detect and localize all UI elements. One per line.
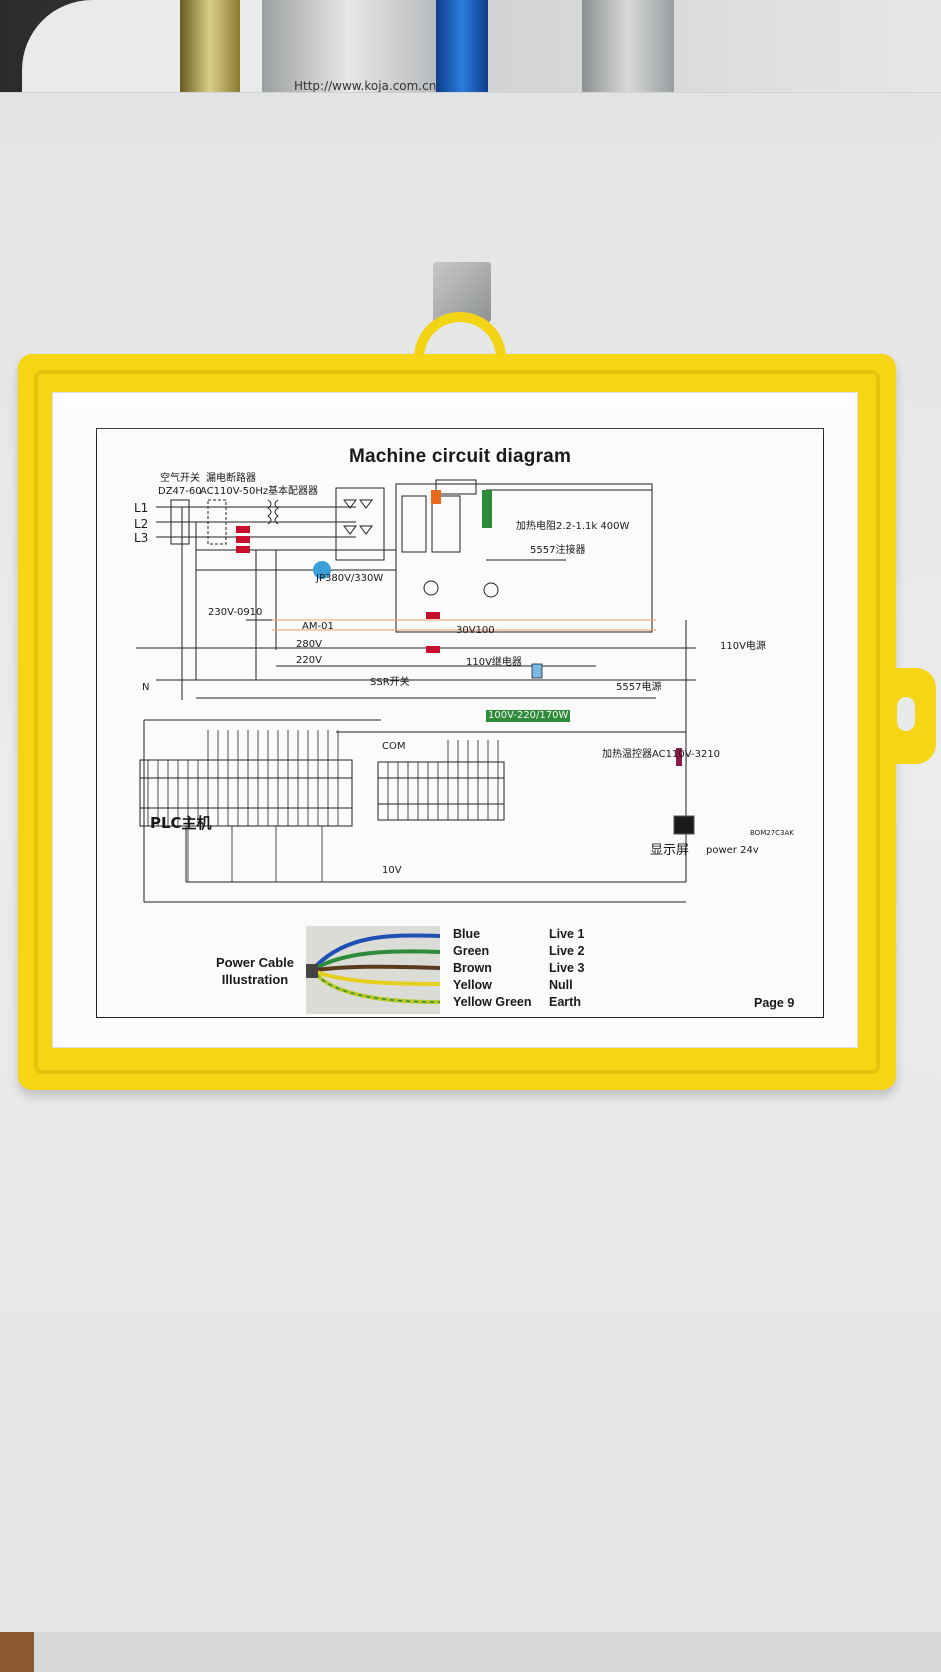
display-screen-label: 显示屏 [650,843,690,858]
circuit-schematic [136,479,696,903]
line-l2-label: L2 [134,517,149,531]
plc-host-label: PLC主机 [150,814,212,832]
diagram-title: Machine circuit diagram [348,446,572,467]
cable-wires-illustration [306,926,440,1014]
cable-meaning-live2: Live 2 [549,944,585,958]
power-24v-label: power 24v [706,845,759,856]
motor-spec-label: JP380V/330W [316,573,384,584]
power-module-label: 100V-220/170W [486,710,571,722]
relay-110-label: 110V继电器 [466,657,522,668]
leakage-breaker-label: 漏电断路器 [206,473,256,484]
page-number: Page 9 [754,996,795,1010]
line-l3-label: L3 [134,531,149,545]
cable-color-list: Blue Green Brown Yellow Yellow Green [453,926,532,1011]
plug-model-label: BOM27C3AK [750,829,794,837]
breaker-model-label: DZ47-60 [158,486,202,497]
volt-220-label: 220V [296,655,322,666]
line-l1-label: L1 [134,501,149,515]
cable-color-green: Green [453,944,490,958]
cabinet-base [0,1632,941,1672]
transformer-label: 基本配器器 [268,486,318,497]
cable-meaning-earth: Earth [549,995,581,1009]
volt-280-label: 280V [296,639,322,650]
cable-meaning-live1: Live 1 [549,927,585,941]
metal-rod-right [582,0,674,100]
com-label: COM [382,741,406,752]
cable-color-brown: Brown [453,961,492,975]
volt-10-label: 10V [382,865,402,876]
cable-meaning-null: Null [549,978,573,992]
ssr-switch-label: SSR开关 [370,677,410,688]
blue-pipe [436,0,488,100]
power-cable-title: Power Cable Illustration [215,955,295,987]
heater-spec-label: 加热电阻2.2-1.1k 400W [516,521,630,532]
metal-rod-left [180,0,240,100]
supply-voltage-label: AC110V-50Hz [200,486,269,497]
contactor-label: 5557注接器 [530,545,586,556]
cable-meaning-live3: Live 3 [549,961,585,975]
contactor-5557-label: 5557电源 [616,682,662,693]
timer-label: 230V-0910 [208,607,263,618]
volt-30-label: 30V100 [456,625,495,636]
canister-url-text: Http://www.koja.com.cn [294,79,437,93]
line-n-label: N [142,682,150,693]
cable-color-blue: Blue [453,927,481,941]
cable-color-yellow: Yellow [453,978,492,992]
wood-floor [0,1632,34,1672]
frame-inner-rim [34,370,880,1074]
thermostat-label: 加热温控器AC110V-3210 [602,749,721,760]
breaker-label: 空气开关 [160,473,200,484]
power-cable-photo [306,926,440,1014]
frame-side-hole [897,697,915,731]
cable-meaning-list: Live 1 Live 2 Live 3 Null Earth [549,926,584,1011]
frame-hanging-ring [414,312,506,370]
filter-canister [262,0,436,100]
ammeter-label: AM-01 [302,621,334,632]
power-110-label: 110V电源 [720,641,766,652]
cable-color-yellow-green: Yellow Green [453,995,532,1009]
